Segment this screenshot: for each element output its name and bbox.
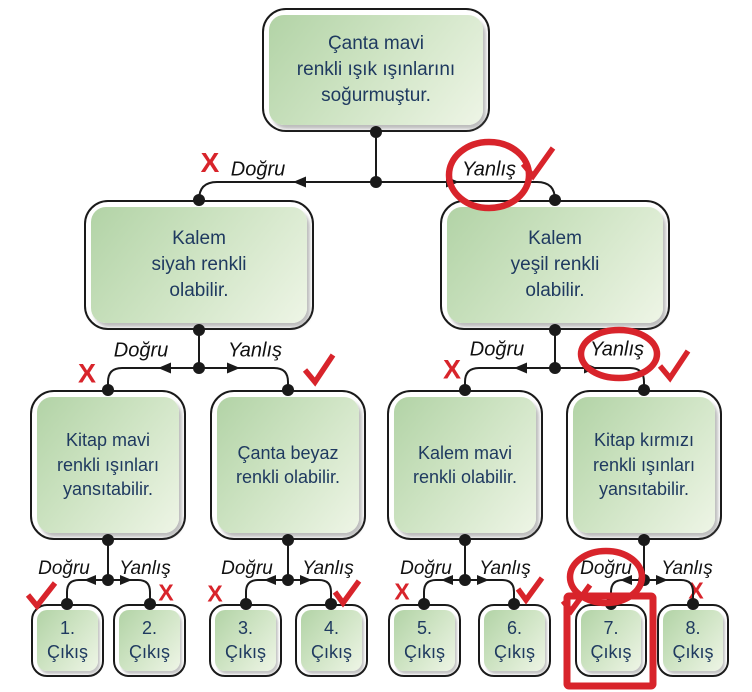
branch-label-yanlis-row3: Yanlış — [479, 558, 531, 579]
x-mark-icon: X — [207, 580, 223, 607]
node-kalem-siyah: Kalem siyah renkli olabilir. — [84, 200, 314, 330]
exit-2: 2. Çıkış — [113, 604, 186, 677]
branch-label-yanlis-row2: Yanlış — [302, 558, 354, 579]
exit-1: 1. Çıkış — [31, 604, 104, 677]
connector — [198, 181, 376, 201]
arrowhead-icon — [227, 362, 240, 374]
arrowhead-icon — [446, 176, 459, 188]
node-kalem-siyah-fill: Kalem siyah renkli olabilir. — [91, 207, 307, 323]
connector — [107, 367, 199, 390]
x-mark-icon: X — [158, 579, 174, 606]
node-kalem-mavi-text: Kalem mavi renkli olabilir. — [412, 442, 518, 487]
x-mark-icon: X — [200, 147, 220, 178]
branch-label-dogru-row3: Doğru — [400, 558, 452, 579]
x-mark-icon: X — [442, 354, 462, 385]
x-mark-icon: X — [394, 578, 410, 605]
exit-1-text: 1. Çıkış — [46, 618, 88, 662]
branch-label-yanlis-row1: Yanlış — [119, 558, 171, 579]
junction-dot — [459, 574, 471, 586]
branch-label-dogru-row4: Doğru — [580, 558, 632, 579]
x-mark-icon: X — [688, 577, 704, 604]
connector — [464, 367, 555, 390]
exit-8: 8. Çıkış — [657, 604, 729, 677]
arrowhead-icon — [514, 362, 527, 374]
check-mark-icon — [302, 353, 336, 387]
node-kalem-mavi-fill: Kalem mavi renkli olabilir. — [394, 397, 536, 533]
exit-5-text: 5. Çıkış — [403, 618, 445, 662]
connector — [465, 579, 515, 604]
branch-label-dogru-kalem-siyah: Doğru — [113, 339, 169, 362]
check-mark-icon — [25, 581, 58, 611]
junction-dot — [102, 574, 114, 586]
junction-dot — [282, 574, 294, 586]
arrowhead-icon — [293, 176, 306, 188]
node-kalem-siyah-text: Kalem siyah renkli olabilir. — [151, 228, 247, 301]
connector — [423, 579, 465, 604]
node-kitap-kirmizi-text: Kitap kırmızı renkli ışınları yansıtabil… — [592, 430, 696, 500]
node-kitap-kirmizi-fill: Kitap kırmızı renkli ışınları yansıtabil… — [573, 397, 715, 533]
connector — [108, 579, 151, 604]
node-kitap-mavi-fill: Kitap mavi renkli ışınları yansıtabilir. — [37, 397, 179, 533]
exit-7: 7. Çıkış — [575, 604, 647, 677]
exit-3: 3. Çıkış — [209, 604, 282, 677]
node-kitap-mavi: Kitap mavi renkli ışınları yansıtabilir. — [30, 390, 186, 540]
connector — [288, 579, 332, 604]
node-kalem-yesil-fill: Kalem yeşil renkli olabilir. — [447, 207, 663, 323]
check-mark-icon — [657, 349, 691, 383]
node-kalem-yesil: Kalem yeşil renkli olabilir. — [440, 200, 670, 330]
exit-4-text: 4. Çıkış — [310, 618, 352, 662]
arrowhead-icon — [584, 362, 597, 374]
exit-2-text: 2. Çıkış — [128, 618, 170, 662]
junction-dot — [193, 362, 205, 374]
branch-label-dogru-root: Doğru — [230, 158, 286, 181]
x-mark-icon: X — [77, 358, 97, 389]
node-root-text: Çanta mavi renkli ışık ışınlarını soğurm… — [296, 33, 456, 106]
junction-dot — [370, 176, 382, 188]
check-mark-icon — [520, 146, 556, 181]
branch-label-dogru-row1: Doğru — [38, 558, 90, 579]
node-kitap-mavi-text: Kitap mavi renkli ışınları yansıtabilir. — [56, 430, 160, 500]
connector — [610, 579, 644, 604]
connector — [66, 579, 108, 604]
junction-dot — [638, 574, 650, 586]
exit-4: 4. Çıkış — [295, 604, 368, 677]
exit-5: 5. Çıkış — [388, 604, 461, 677]
node-root-fill: Çanta mavi renkli ışık ışınlarını soğurm… — [269, 15, 483, 125]
branch-label-yanlis-row4: Yanlış — [661, 558, 713, 579]
exit-3-text: 3. Çıkış — [224, 618, 266, 662]
connector — [644, 579, 694, 604]
connector — [199, 367, 289, 390]
node-kalem-yesil-text: Kalem yeşil renkli olabilir. — [510, 228, 600, 301]
check-mark-icon — [515, 576, 545, 605]
node-canta-beyaz-fill: Çanta beyaz renkli olabilir. — [217, 397, 359, 533]
branch-label-yanlis-root: Yanlış — [461, 158, 517, 181]
exit-7-text: 7. Çıkış — [590, 618, 632, 662]
connector — [376, 181, 556, 201]
node-kalem-mavi: Kalem mavi renkli olabilir. — [387, 390, 543, 540]
branch-label-dogru-row2: Doğru — [221, 558, 273, 579]
check-mark-icon — [332, 579, 362, 608]
branch-label-yanlis-kalem-yesil: Yanlış — [589, 338, 645, 361]
branch-label-yanlis-kalem-siyah: Yanlış — [227, 339, 283, 362]
node-canta-beyaz: Çanta beyaz renkli olabilir. — [210, 390, 366, 540]
node-root: Çanta mavi renkli ışık ışınlarını soğurm… — [262, 8, 490, 132]
branch-label-dogru-kalem-yesil: Doğru — [469, 338, 525, 361]
junction-dot — [549, 362, 561, 374]
connector — [245, 579, 288, 604]
exit-6: 6. Çıkış — [478, 604, 551, 677]
connector — [555, 367, 645, 390]
exit-6-text: 6. Çıkış — [493, 618, 535, 662]
exit-8-text: 8. Çıkış — [672, 618, 714, 662]
arrowhead-icon — [158, 362, 171, 374]
node-canta-beyaz-text: Çanta beyaz renkli olabilir. — [235, 442, 341, 487]
node-kitap-kirmizi: Kitap kırmızı renkli ışınları yansıtabil… — [566, 390, 722, 540]
